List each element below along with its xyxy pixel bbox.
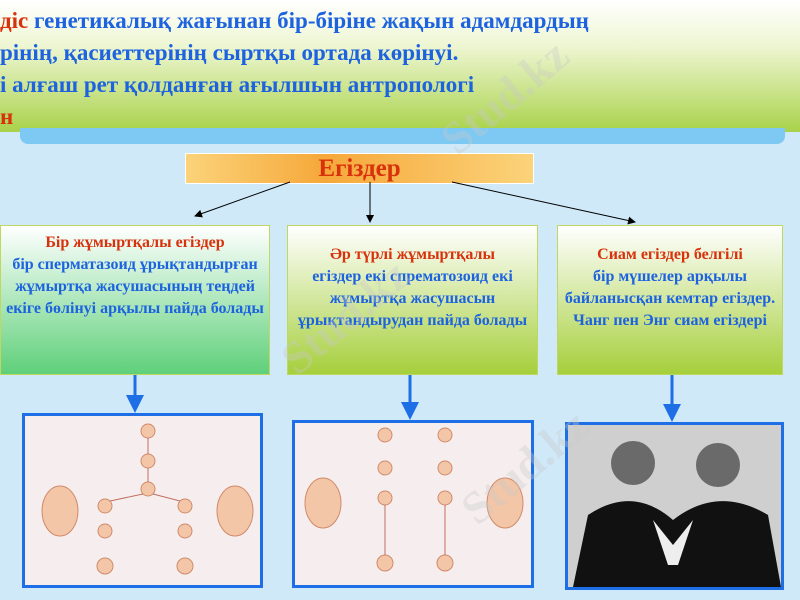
siamese-twins-photo	[565, 422, 784, 590]
header-underline-bar	[20, 128, 785, 144]
diagram-title: Егіздер	[185, 153, 534, 184]
fraternal-twins-illustration	[292, 420, 534, 588]
arrow-to-box-3	[451, 181, 636, 225]
header-line-1: діс генетикалық жағынан бір-біріне жақын…	[0, 8, 589, 33]
arrow-to-box-1	[194, 181, 291, 218]
header-line-3: і алғаш рет қолданған ағылшын антрополог…	[0, 72, 475, 97]
header-banner: діс генетикалық жағынан бір-біріне жақын…	[0, 0, 800, 132]
header-line-2: рінің, қасиеттерінің сыртқы ортада көрін…	[0, 40, 459, 65]
identical-twins-illustration	[22, 413, 263, 588]
header-line-4: н	[0, 104, 14, 129]
